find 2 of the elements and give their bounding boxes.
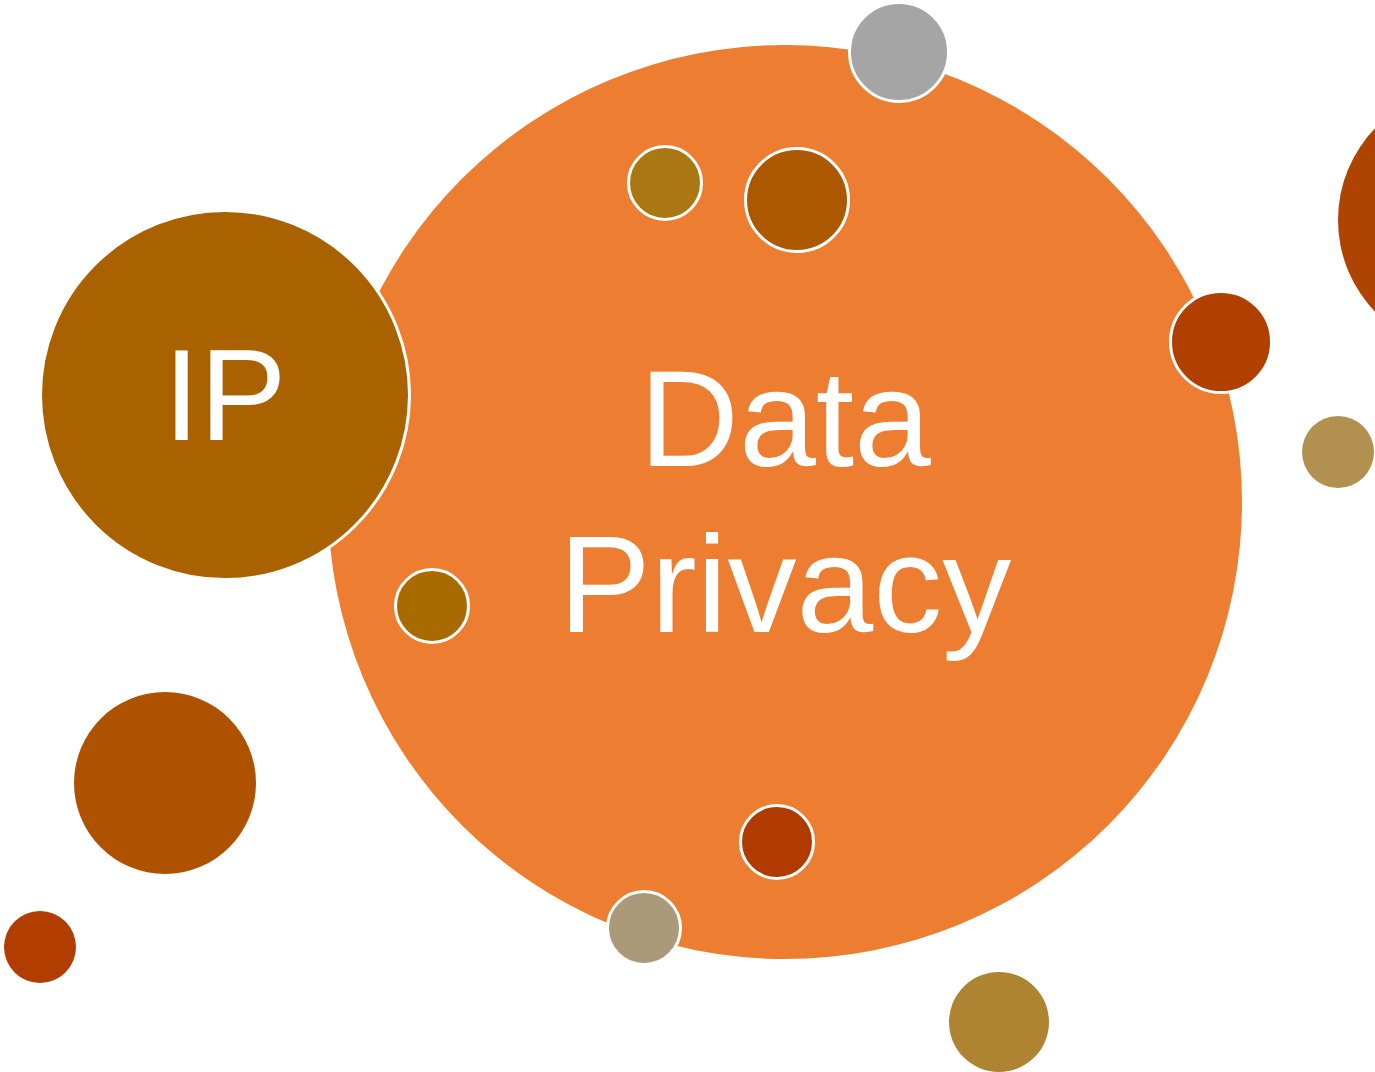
circle-label: IP [162, 321, 288, 470]
circle-label: Data Privacy [557, 340, 1013, 663]
